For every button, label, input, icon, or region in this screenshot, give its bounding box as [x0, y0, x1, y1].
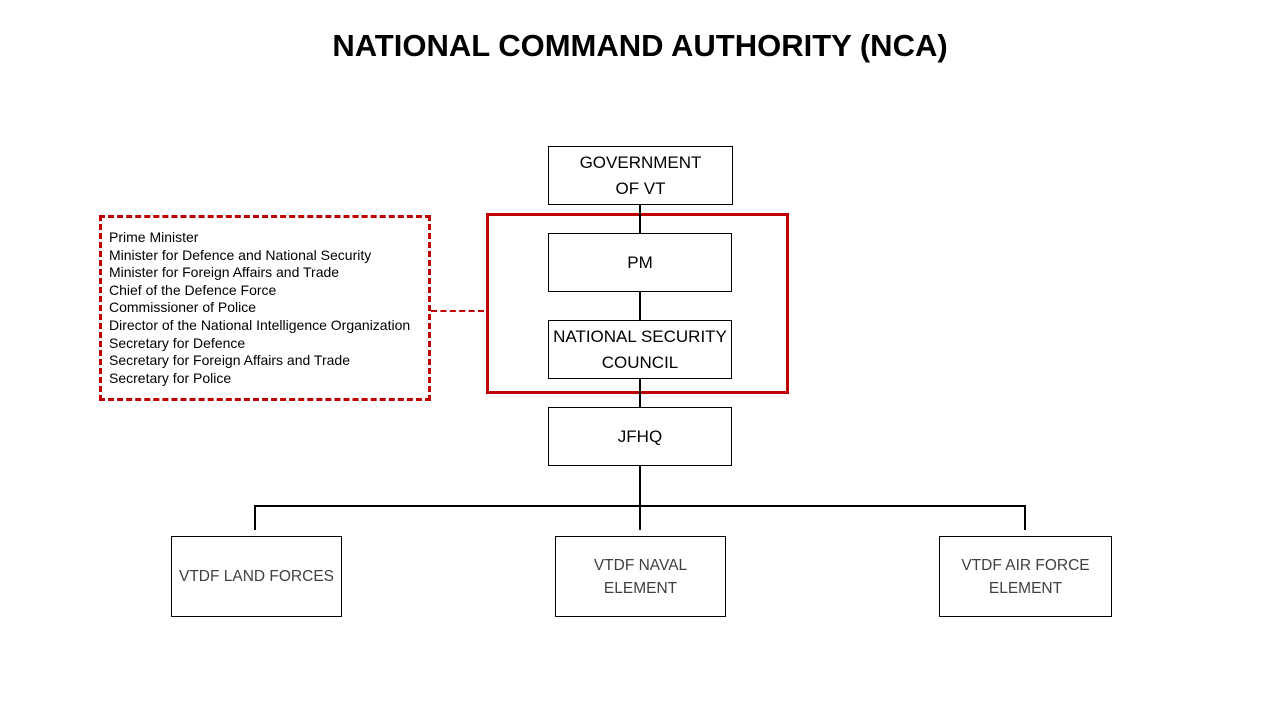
member-item: Minister for Foreign Affairs and Trade — [109, 264, 340, 281]
member-item: Secretary for Police — [109, 369, 232, 386]
connector-horizontal-branch — [254, 505, 1026, 507]
member-item: Secretary for Foreign Affairs and Trade — [109, 352, 350, 369]
member-item: Prime Minister — [109, 229, 199, 245]
nsc-members-frame — [99, 215, 431, 401]
diagram-title: NATIONAL COMMAND AUTHORITY (NCA) — [332, 28, 948, 63]
node-label: JFHQ — [617, 426, 663, 446]
nsc-members-list: Prime Minister Minister for Defence and … — [109, 229, 410, 387]
node-pm: PM — [548, 233, 732, 292]
node-label: PM — [627, 252, 653, 272]
node-air-force-element: VTDF AIR FORCE ELEMENT — [939, 536, 1112, 617]
node-label: VTDF LAND FORCES — [178, 568, 334, 585]
node-jfhq: JFHQ — [548, 407, 732, 466]
node-naval-element: VTDF NAVAL ELEMENT — [555, 536, 726, 617]
node-label: VTDF AIR FORCE ELEMENT — [961, 556, 1090, 597]
connector-to-air — [1024, 505, 1026, 530]
node-government: GOVERNMENT OF VT — [548, 146, 733, 205]
member-item: Commissioner of Police — [109, 299, 257, 316]
member-item: Director of the National Intelligence Or… — [109, 316, 411, 333]
members-dashed-connector — [431, 310, 484, 312]
node-land-forces: VTDF LAND FORCES — [171, 536, 342, 617]
nca-highlight-frame — [486, 213, 789, 394]
node-nsc: NATIONAL SECURITY COUNCIL — [548, 320, 732, 379]
member-item: Secretary for Defence — [109, 334, 246, 351]
node-label: GOVERNMENT OF VT — [579, 152, 702, 198]
member-item: Chief of the Defence Force — [109, 281, 277, 298]
connector-to-land — [254, 505, 256, 530]
node-label: VTDF NAVAL ELEMENT — [593, 556, 688, 597]
node-label: NATIONAL SECURITY COUNCIL — [553, 326, 727, 372]
member-item: Minister for Defence and National Securi… — [109, 246, 372, 263]
